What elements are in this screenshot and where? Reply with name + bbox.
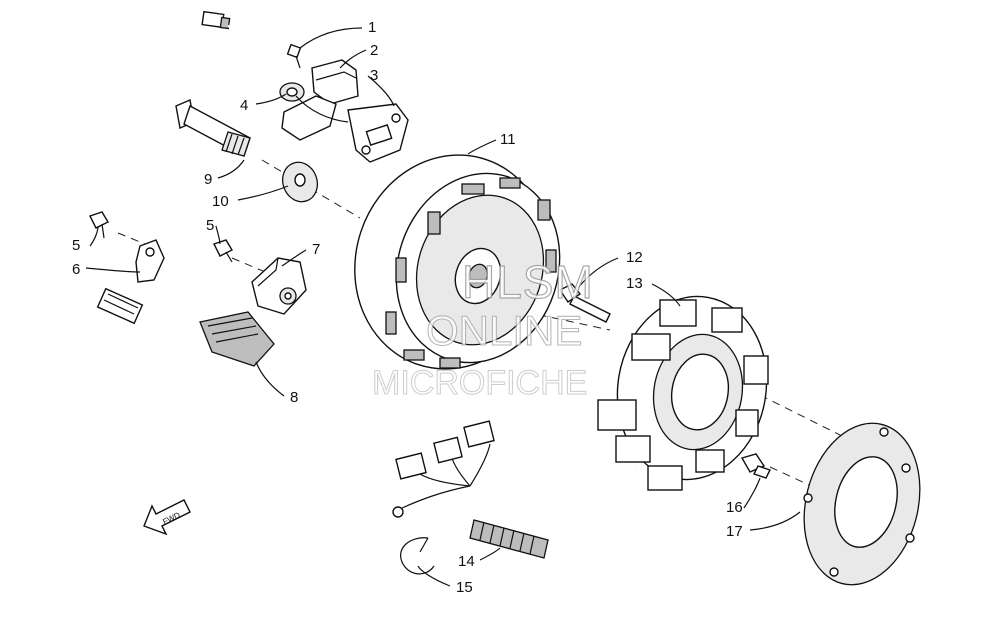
- flywheel-bolt: [175, 99, 251, 158]
- callout-7: 7: [312, 241, 320, 258]
- watermark-line-2: ONLINE: [426, 307, 582, 354]
- watermark: HLSM ONLINE MICROFICHE: [372, 255, 594, 402]
- callout-13: 13: [626, 275, 643, 292]
- callout-16: 16: [726, 499, 743, 516]
- callout-12: 12: [626, 249, 643, 266]
- ground-bracket-left: [89, 211, 165, 283]
- leader-lines: [85, 27, 801, 587]
- stator: [597, 295, 769, 491]
- callout-8: 8: [290, 389, 298, 406]
- callout-15: 15: [456, 579, 473, 596]
- callout-3: 3: [370, 67, 378, 84]
- callout-4: 4: [240, 97, 248, 114]
- flywheel: [354, 154, 561, 370]
- harness-clamp: [400, 537, 435, 575]
- callout-6: 6: [72, 261, 80, 278]
- plate-screw: [740, 453, 771, 479]
- callout-11: 11: [500, 131, 516, 148]
- callout-2: 2: [370, 42, 378, 59]
- watermark-line-1: HLSM: [462, 256, 594, 308]
- callout-1: 1: [368, 19, 376, 36]
- callout-10: 10: [212, 193, 229, 210]
- flywheel-washer: [281, 161, 319, 203]
- pickup-coil-assembly: [201, 10, 409, 163]
- harness-sleeve: [469, 519, 549, 559]
- callout-5-center: 5: [206, 217, 214, 234]
- watermark-line-3: MICROFICHE: [372, 364, 587, 402]
- callout-17: 17: [726, 523, 743, 540]
- callout-labels: 1 2 3 4 5 5 6 7 8 9 10 11 12 13 14 15 16…: [72, 19, 743, 596]
- callout-14: 14: [458, 553, 475, 570]
- forward-arrow-icon: FWD: [143, 499, 191, 536]
- stator-screw: [558, 283, 611, 323]
- callout-9: 9: [204, 171, 212, 188]
- sensor-assembly: [96, 239, 307, 367]
- mounting-plate: [803, 422, 921, 586]
- stator-harness: [392, 420, 637, 518]
- callout-5-left: 5: [72, 237, 80, 254]
